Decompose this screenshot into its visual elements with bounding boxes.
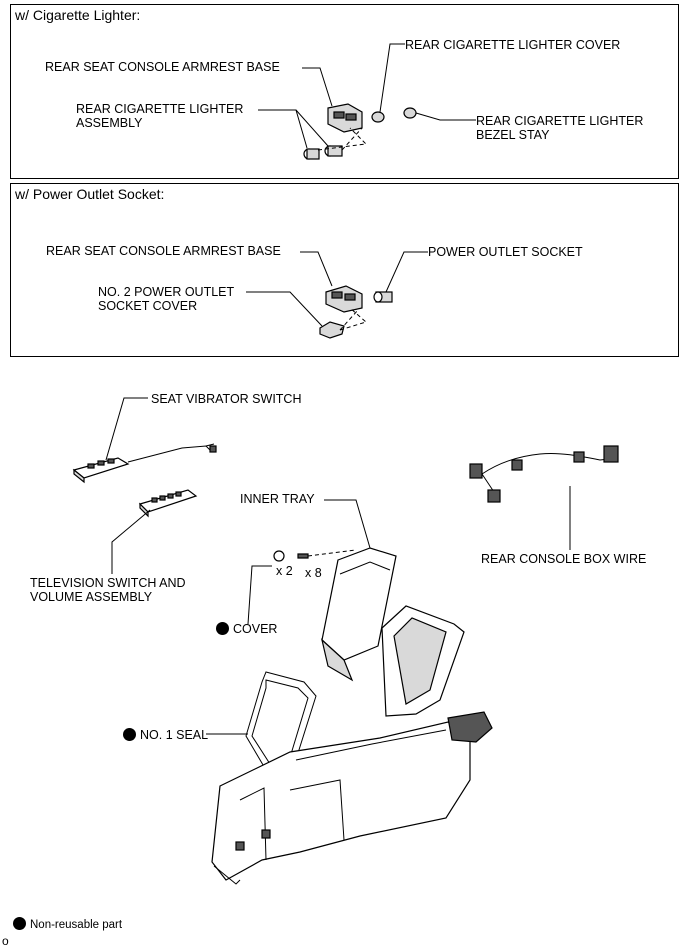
tv-switch-label-1: TELEVISION SWITCH AND (30, 576, 186, 590)
non-reusable-icon (216, 622, 229, 635)
cigarette-bezel-stay-label-1: REAR CIGARETTE LIGHTER (476, 114, 644, 128)
power-panel-title: w/ Power Outlet Socket: (15, 186, 165, 202)
cigarette-lighter-cover-label: REAR CIGARETTE LIGHTER COVER (405, 38, 621, 52)
tv-switch-volume-part (138, 489, 198, 518)
inner-tray-part (320, 547, 397, 682)
cover-part (273, 550, 285, 562)
seat-vibrator-switch-part (72, 443, 217, 484)
power-armrest-base-label: REAR SEAT CONSOLE ARMREST BASE (46, 244, 281, 258)
cigarette-armrest-base-part (327, 103, 363, 133)
non-reusable-icon (123, 728, 136, 741)
power-socket-cover-label-1: NO. 2 POWER OUTLET (98, 285, 235, 299)
power-outlet-panel: w/ Power Outlet Socket: (10, 183, 679, 357)
cigarette-lighter-assembly-part (303, 145, 343, 160)
cigarette-lighter-panel: w/ Cigarette Lighter: (10, 4, 679, 179)
screw-part (297, 553, 309, 559)
screw-quantity-label: x 8 (305, 566, 322, 580)
seat-vibrator-switch-label: SEAT VIBRATOR SWITCH (151, 392, 302, 406)
cigarette-lighter-cover-part (371, 111, 385, 123)
cigarette-panel-title: w/ Cigarette Lighter: (15, 7, 141, 23)
cigarette-armrest-base-label: REAR SEAT CONSOLE ARMREST BASE (45, 60, 280, 74)
cigarette-lighter-assembly-label-1: REAR CIGARETTE LIGHTER (76, 102, 244, 116)
power-armrest-base-part (325, 285, 363, 313)
footer-code: o (2, 934, 9, 948)
power-socket-cover-part (319, 321, 345, 339)
legend-non-reusable-text: Non-reusable part (30, 919, 123, 931)
power-outlet-socket-label: POWER OUTLET SOCKET (428, 245, 583, 259)
cover-label-text: COVER (233, 622, 278, 636)
legend: Non-reusable part (13, 917, 122, 932)
rear-console-box-wire-label: REAR CONSOLE BOX WIRE (481, 552, 647, 566)
no1-seal-label: NO. 1 SEAL (123, 728, 208, 742)
inner-tray-label: INNER TRAY (240, 492, 315, 506)
console-box-body-part (211, 605, 493, 885)
rear-console-box-wire-part (469, 445, 619, 503)
non-reusable-icon (13, 917, 26, 930)
no1-seal-label-text: NO. 1 SEAL (140, 728, 209, 742)
power-outlet-socket-part (373, 291, 393, 303)
cigarette-lighter-assembly-label-2: ASSEMBLY (76, 116, 143, 130)
power-socket-cover-label-2: SOCKET COVER (98, 299, 198, 313)
cover-quantity-label: x 2 (276, 564, 293, 578)
cigarette-bezel-stay-label-2: BEZEL STAY (476, 128, 550, 142)
cover-label: COVER (216, 622, 277, 636)
tv-switch-label-2: VOLUME ASSEMBLY (30, 590, 153, 604)
cigarette-bezel-stay-part (403, 107, 417, 119)
